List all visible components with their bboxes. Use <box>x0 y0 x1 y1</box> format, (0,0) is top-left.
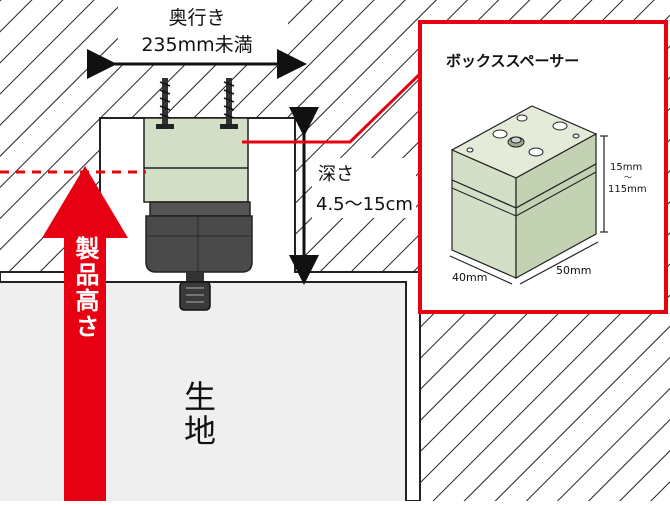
inset-width-left: 40mm <box>452 271 487 284</box>
mount-depth-title: 深さ <box>318 164 354 185</box>
inset-height-tilde: 〜 <box>624 173 632 182</box>
side-label-bg <box>312 158 416 218</box>
mount-depth-value: 4.5〜15cm <box>316 194 413 215</box>
product-height-arrow <box>42 166 128 501</box>
fabric-char-1: 生 <box>184 378 216 416</box>
depth-value: 235mm未満 <box>141 34 252 56</box>
depth-title: 奥行き <box>168 7 225 29</box>
product-height-label: 製品高さ <box>71 235 99 340</box>
spacer-3d-illustration <box>450 105 598 280</box>
inset-width-right-line <box>519 241 599 285</box>
motor-head <box>145 201 253 273</box>
inset-width-right: 50mm <box>556 264 591 277</box>
screw-left <box>156 78 174 129</box>
inset-height-max: 115mm <box>608 184 647 195</box>
inset-title: ボックススペーサー <box>446 52 579 70</box>
inset-height-min: 15mm <box>610 162 642 173</box>
inset-leader-line <box>242 66 428 144</box>
screw-right <box>220 78 238 129</box>
motor-connector <box>179 272 211 311</box>
inset-width-left-line <box>449 255 513 285</box>
box-spacer <box>143 117 249 203</box>
fabric-char-2: 地 <box>184 412 216 450</box>
